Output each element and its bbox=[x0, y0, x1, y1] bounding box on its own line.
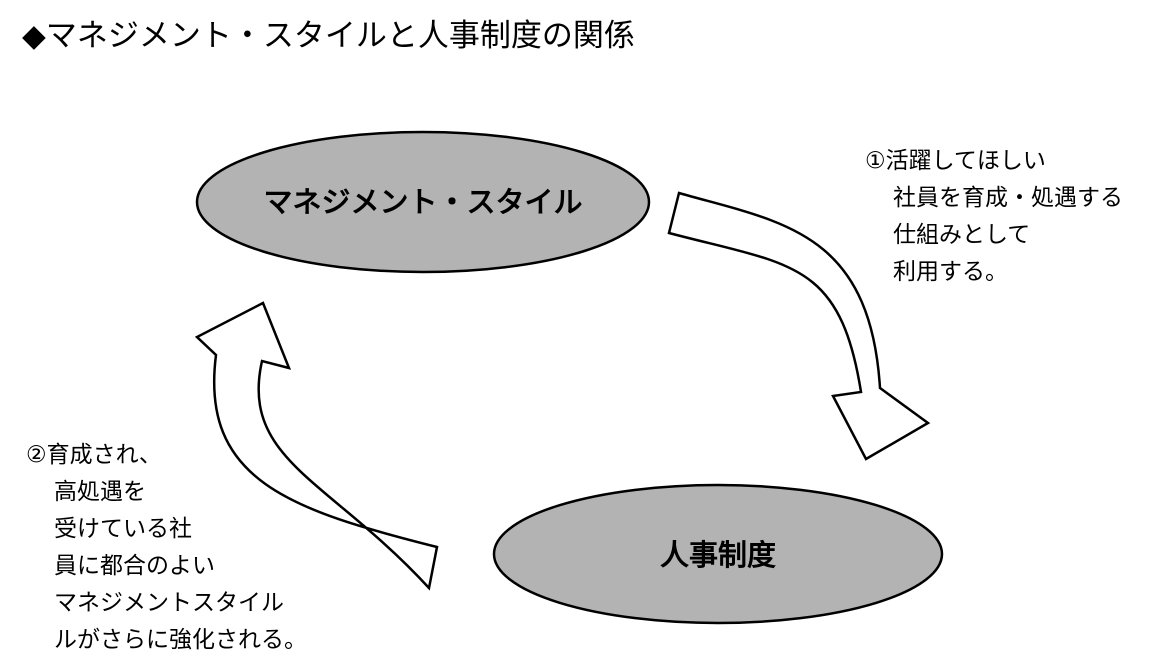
management-style-label: マネジメント・スタイル bbox=[263, 185, 582, 219]
note-line: ルがさらに強化される。 bbox=[54, 627, 307, 653]
note-management-to-hr: ①活躍してほしい 社員を育成・処遇する 仕組みとして 利用する。 bbox=[865, 143, 1123, 291]
arrow-management-to-hr bbox=[667, 191, 931, 461]
note-line: 員に都合のよい bbox=[54, 553, 215, 579]
page-title: ◆マネジメント・スタイルと人事制度の関係 bbox=[22, 18, 635, 54]
note-line: ②育成され、 bbox=[26, 442, 162, 468]
note-line: 社員を育成・処遇する bbox=[893, 185, 1123, 211]
note-line: マネジメントスタイル bbox=[54, 590, 284, 616]
hr-system-label: 人事制度 bbox=[660, 538, 776, 572]
note-line: 受けている社 bbox=[54, 516, 192, 542]
note-hr-to-management: ②育成され、 高処遇を 受けている社 員に都合のよい マネジメントスタイル ルが… bbox=[26, 437, 307, 659]
management-style-node bbox=[195, 130, 651, 274]
note-line: 高処遇を bbox=[54, 479, 146, 505]
note-line: ①活躍してほしい bbox=[865, 148, 1046, 174]
arrow-hr-to-management bbox=[194, 301, 439, 591]
note-line: 利用する。 bbox=[893, 259, 1008, 285]
hr-system-node bbox=[492, 483, 944, 625]
note-line: 仕組みとして bbox=[893, 222, 1031, 248]
